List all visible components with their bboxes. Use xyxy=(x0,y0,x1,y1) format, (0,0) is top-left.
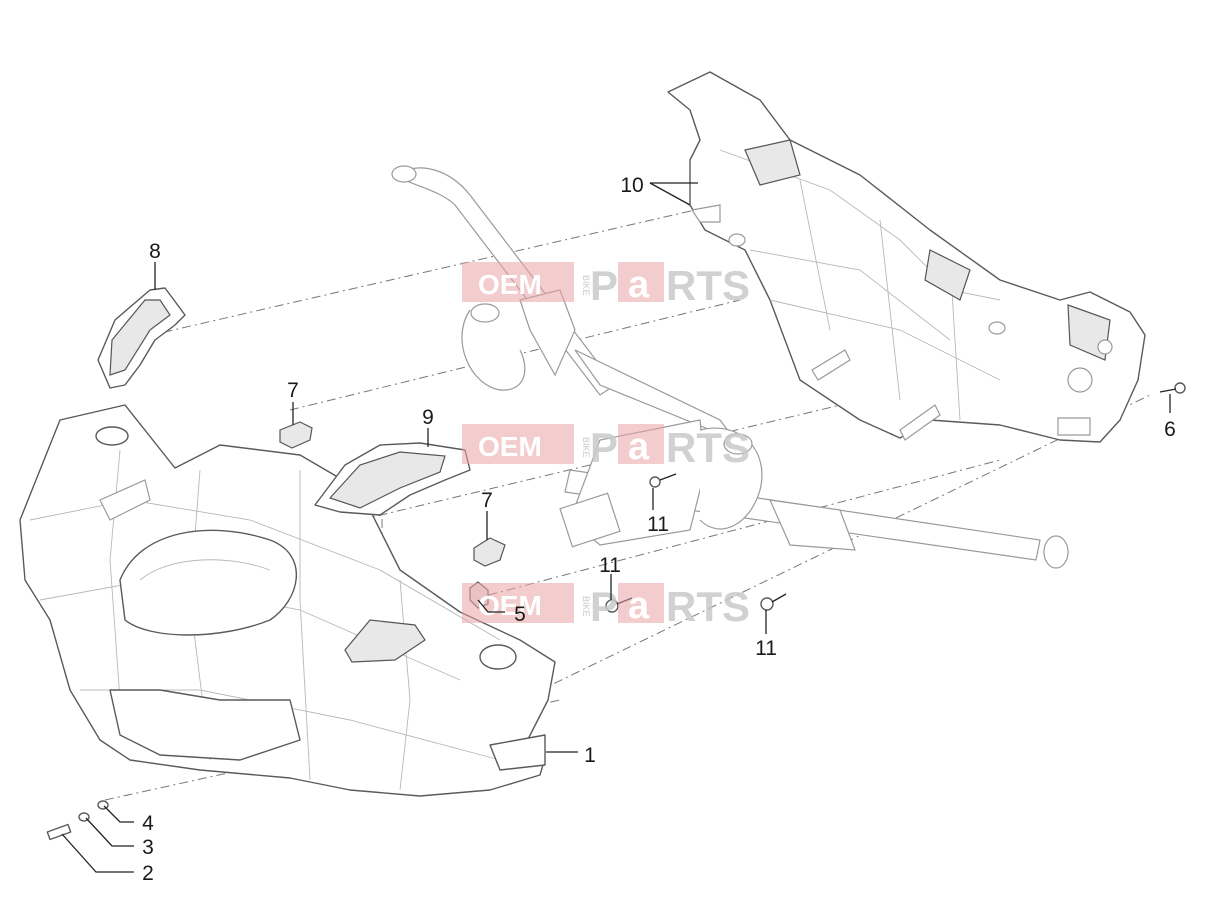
part-7-clips xyxy=(279,421,506,567)
watermark-p: P xyxy=(590,262,618,309)
part-9-cover xyxy=(314,442,471,516)
callout-6: 6 xyxy=(1164,418,1176,441)
screw-11-a xyxy=(649,473,677,488)
watermark-oem: OEM xyxy=(478,431,542,462)
callout-2: 2 xyxy=(142,862,154,885)
watermark-a: a xyxy=(628,426,650,468)
callout-4: 4 xyxy=(142,812,154,835)
screw-6 xyxy=(1159,382,1186,394)
watermark-2: OEM BIKE P a RTS xyxy=(462,424,750,471)
watermark-3: OEM BIKE P a RTS xyxy=(462,583,750,630)
watermark-1: OEM BIKE P a RTS xyxy=(462,262,750,309)
watermark-rts: RTS xyxy=(666,262,750,309)
callout-numbers: 8 7 9 7 5 10 6 11 11 11 1 4 3 2 xyxy=(142,174,1176,885)
callout-7-b: 7 xyxy=(481,489,493,512)
watermark-p: P xyxy=(590,583,618,630)
callout-9: 9 xyxy=(422,406,434,429)
callout-3: 3 xyxy=(142,836,154,859)
callout-8: 8 xyxy=(149,240,161,263)
watermark-oem: OEM xyxy=(478,590,542,621)
callout-1: 1 xyxy=(584,744,596,767)
watermark-rts: RTS xyxy=(666,583,750,630)
leader-lines xyxy=(61,182,1171,873)
watermark-oem: OEM xyxy=(478,269,542,300)
callout-11-c: 11 xyxy=(755,637,777,660)
callout-11-a: 11 xyxy=(647,513,669,536)
watermark-a: a xyxy=(628,585,650,627)
part-10-rear-handlebar-cover xyxy=(667,71,1146,443)
watermark-rts: RTS xyxy=(666,424,750,471)
watermark-p: P xyxy=(590,424,618,471)
watermark-bike: BIKE xyxy=(581,275,591,296)
screw-11-c xyxy=(760,593,787,611)
callout-5: 5 xyxy=(514,603,526,626)
bolt-2 xyxy=(46,823,72,841)
callout-11-b: 11 xyxy=(599,554,621,577)
callout-10: 10 xyxy=(620,174,643,197)
part-1-front-handlebar-cover xyxy=(19,404,556,797)
watermark-bike: BIKE xyxy=(581,596,591,617)
watermark-a: a xyxy=(628,264,650,306)
callout-7-a: 7 xyxy=(287,379,299,402)
part-8-cover xyxy=(97,287,186,389)
watermark-bike: BIKE xyxy=(581,437,591,458)
handlebar-tube xyxy=(391,165,1069,569)
fasteners xyxy=(46,382,1186,841)
